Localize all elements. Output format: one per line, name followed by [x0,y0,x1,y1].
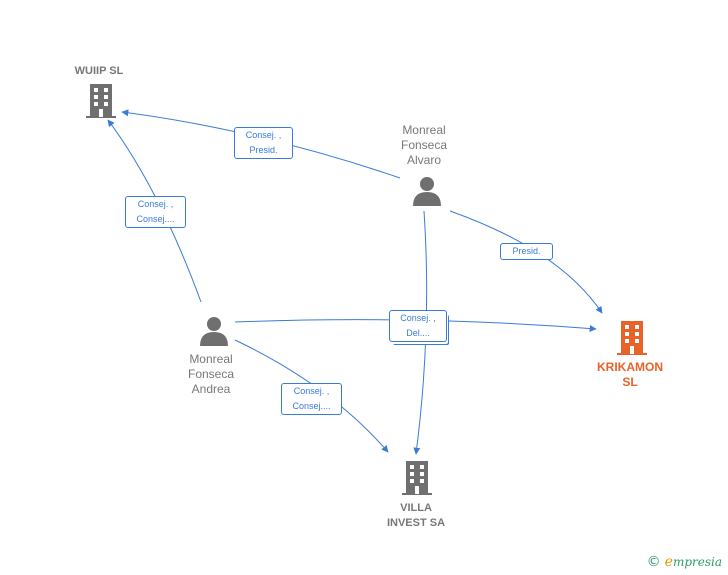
building-icon[interactable] [86,84,116,118]
edge-label-andrea-villa[interactable]: Consej. , Consej.... [281,383,342,415]
edge-alvaro-krikamon [449,210,603,314]
company-label-krikamon[interactable]: KRIKAMON SL [597,360,663,389]
person-icon[interactable] [412,176,442,206]
edge-label-alvaro-wuiip[interactable]: Consej. , Presid. [234,127,293,159]
person-icon[interactable] [199,316,229,346]
brand-logo: ©empresia [646,554,722,570]
person-label-alvaro[interactable]: Monreal Fonseca Alvaro [400,123,448,167]
edge-label-alvaro-krikamon[interactable]: Presid. [500,243,553,260]
company-label-villa[interactable]: VILLA INVEST SA [386,502,446,529]
building-icon-highlighted[interactable] [617,321,647,355]
company-label-wuiip[interactable]: WUIIP SL [74,65,124,77]
building-icon[interactable] [402,461,432,495]
edge-label-andrea-wuiip[interactable]: Consej. , Consej.... [125,196,186,228]
edge-label-shared[interactable]: Consej. , Del.... [389,310,447,342]
person-label-andrea[interactable]: Monreal Fonseca Andrea [187,352,235,396]
